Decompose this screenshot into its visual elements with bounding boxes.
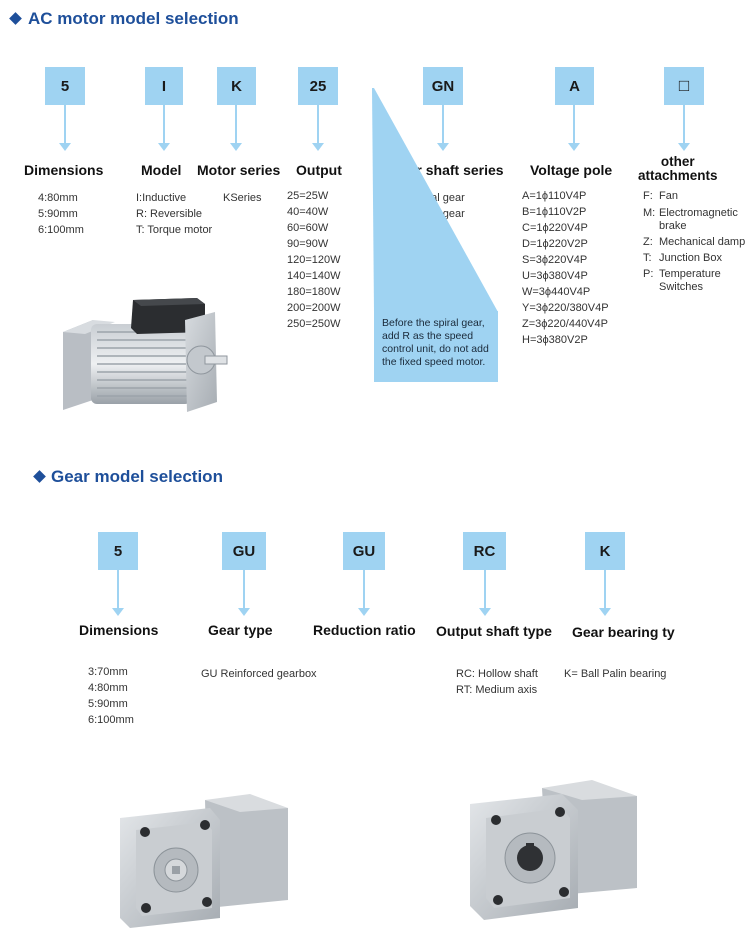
gearbox-hollow-shaft-image xyxy=(470,780,637,920)
list-item: T:Junction Box xyxy=(643,252,722,264)
output-shaft-list: RC: Hollow shaft RT: Medium axis xyxy=(456,666,538,698)
list-item: R: Reversible xyxy=(136,208,203,220)
list-item: Z=3ϕ220/440V4P xyxy=(522,318,608,330)
down-arrow-icon xyxy=(58,105,72,151)
ac-motor-image xyxy=(63,298,228,412)
list-item: P:Temperature Switches xyxy=(643,268,721,293)
list-item: KSeries xyxy=(223,192,262,204)
list-item: 120=120W xyxy=(287,254,341,266)
col-title-attachments: other attachments xyxy=(638,155,718,183)
series-list: KSeries xyxy=(223,190,262,206)
code-box-bearing: K xyxy=(585,532,625,570)
code-box-motor-series: K xyxy=(217,67,256,105)
code-box-gear-dimensions: 5 xyxy=(98,532,138,570)
col-title-gear-type: Gear type xyxy=(208,622,273,638)
code-box-gear-type: GU xyxy=(222,532,266,570)
list-item: 140=140W xyxy=(287,270,341,282)
down-arrow-icon xyxy=(677,105,691,151)
gear-dimensions-list: 3:70mm 4:80mm 5:90mm 6:100mm xyxy=(88,664,134,728)
list-item: T: Torque motor xyxy=(136,224,213,236)
list-item: C=1ϕ220V4P xyxy=(522,222,588,234)
gear-section-title: Gear model selection xyxy=(51,467,223,486)
gear-type-list: GU Reinforced gearbox xyxy=(201,666,317,682)
list-item: H=3ϕ380V2P xyxy=(522,334,588,346)
col-title-output: Output xyxy=(296,162,342,178)
down-arrow-icon xyxy=(111,570,125,616)
col-title-dimensions: Dimensions xyxy=(24,162,104,178)
code-box-shaft: GN xyxy=(423,67,463,105)
code-box-model: I xyxy=(145,67,183,105)
list-item: 4:80mm xyxy=(88,682,128,694)
down-arrow-icon xyxy=(237,570,251,616)
gearbox-solid-shaft-image xyxy=(120,794,288,928)
output-list: 25=25W 40=40W 60=60W 90=90W 120=120W 140… xyxy=(287,188,341,332)
list-item: K= Ball Palin bearing xyxy=(564,668,667,680)
col-title-gear-dimensions: Dimensions xyxy=(79,622,159,638)
list-item: 180=180W xyxy=(287,286,341,298)
list-item: B=1ϕ110V2P xyxy=(522,206,587,218)
col-title-bearing: Gear bearing ty xyxy=(572,624,675,640)
list-item: Y=3ϕ220/380V4P xyxy=(522,302,609,314)
down-arrow-icon xyxy=(357,570,371,616)
code-box-reduction-ratio: GU xyxy=(343,532,385,570)
list-item: 90=90W xyxy=(287,238,329,250)
list-item: 60=60W xyxy=(287,222,329,234)
list-item: 5:90mm xyxy=(38,208,78,220)
col-title-reduction-ratio: Reduction ratio xyxy=(313,622,416,638)
code-box-output-shaft: RC xyxy=(463,532,506,570)
col-title-voltage: Voltage pole xyxy=(530,162,613,178)
note-pointer-shape xyxy=(372,88,498,312)
list-item: RT: Medium axis xyxy=(456,684,538,696)
code-box-output: 25 xyxy=(298,67,338,105)
down-arrow-icon xyxy=(598,570,612,616)
list-item: 5:90mm xyxy=(88,698,128,710)
down-arrow-icon xyxy=(229,105,243,151)
shaft-note-box: Before the spiral gear, add R as the spe… xyxy=(374,311,498,382)
ac-section-title: AC motor model selection xyxy=(28,9,239,28)
list-item: W=3ϕ440V4P xyxy=(522,286,591,298)
list-item: A=1ϕ110V4P xyxy=(522,190,587,202)
down-arrow-icon xyxy=(157,105,171,151)
col-title-attachments-line1: other xyxy=(660,154,695,169)
bearing-list: K= Ball Palin bearing xyxy=(564,666,666,682)
col-title-attachments-line2: attachments xyxy=(638,168,718,183)
voltage-list: A=1ϕ110V4P B=1ϕ110V2P C=1ϕ220V4P D=1ϕ220… xyxy=(522,188,609,348)
list-item: S=3ϕ220V4P xyxy=(522,254,588,266)
list-item: 6:100mm xyxy=(88,714,134,726)
code-box-dimensions: 5 xyxy=(45,67,85,105)
list-item: M:Electromagnetic brake xyxy=(643,207,738,232)
down-arrow-icon xyxy=(567,105,581,151)
list-item: F:Fan xyxy=(643,190,678,202)
section-bullet-icon xyxy=(9,12,22,25)
list-item: 4:80mm xyxy=(38,192,78,204)
list-item: 6:100mm xyxy=(38,224,84,236)
list-item: 25=25W xyxy=(287,190,329,202)
list-item: RC: Hollow shaft xyxy=(456,668,538,680)
down-arrow-icon xyxy=(478,570,492,616)
down-arrow-icon xyxy=(311,105,325,151)
list-item: GU Reinforced gearbox xyxy=(201,668,317,680)
list-item: 200=200W xyxy=(287,302,341,314)
list-item: Z:Mechanical damp xyxy=(643,236,746,248)
col-title-model: Model xyxy=(141,162,182,178)
code-box-voltage: A xyxy=(555,67,594,105)
code-box-attachments: □ xyxy=(664,67,704,105)
model-list: I:Inductive R: Reversible T: Torque moto… xyxy=(136,190,212,238)
list-item: 3:70mm xyxy=(88,666,128,678)
dimensions-list: 4:80mm 5:90mm 6:100mm xyxy=(38,190,84,238)
list-item: 40=40W xyxy=(287,206,329,218)
attachments-list: F:Fan M:Electromagnetic brake Z:Mechanic… xyxy=(643,190,745,294)
list-item: U=3ϕ380V4P xyxy=(522,270,588,282)
list-item: 250=250W xyxy=(287,318,341,330)
list-item: D=1ϕ220V2P xyxy=(522,238,588,250)
down-arrow-icon xyxy=(436,105,450,151)
list-item: I:Inductive xyxy=(136,192,187,204)
section-bullet-icon xyxy=(33,470,46,483)
col-title-output-shaft: Output shaft type xyxy=(436,623,552,639)
col-title-motor-series: Motor series xyxy=(197,162,281,178)
